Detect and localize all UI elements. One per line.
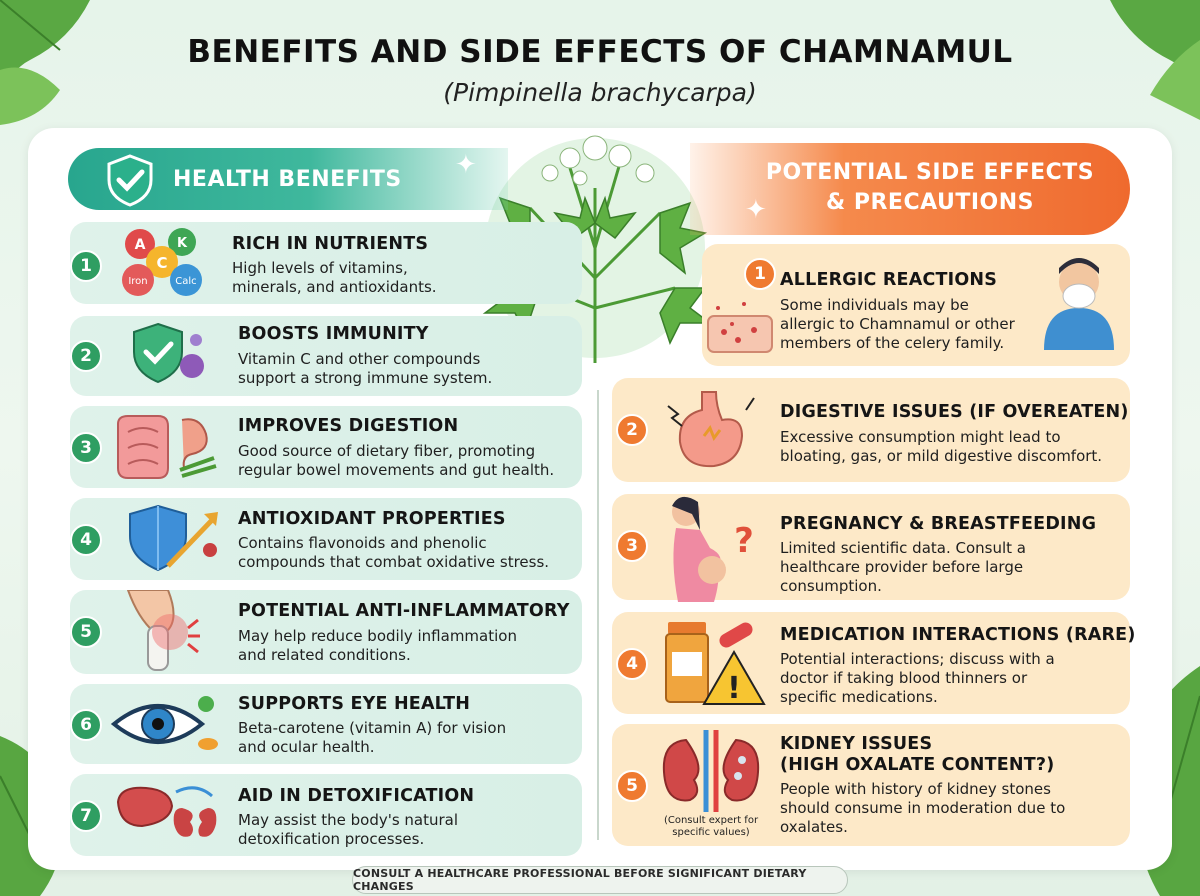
side-title: ALLERGIC REACTIONS (780, 270, 998, 290)
benefit-number: 6 (70, 709, 102, 741)
side-effects-title-line2: & PRECAUTIONS (826, 190, 1034, 215)
shield-check-icon (107, 154, 153, 207)
side-desc-line1: People with history of kidney stones (780, 780, 1051, 798)
side-number: 4 (616, 648, 648, 680)
sparkle-icon: ✦ (745, 195, 767, 225)
stomach-icon (667, 391, 755, 468)
health-benefits-title: HEALTH BENEFITS (173, 166, 402, 192)
side-desc-line1: Excessive consumption might lead to (780, 428, 1061, 446)
side-number: 5 (616, 770, 648, 802)
vitamin-icon: A K C Iron Calc (122, 228, 202, 296)
benefit-desc-line1: High levels of vitamins, (232, 259, 408, 277)
column-divider (597, 390, 599, 840)
benefit-desc-line2: compounds that combat oxidative stress. (238, 553, 550, 571)
allergy-icon (1044, 258, 1114, 350)
benefit-number: 1 (70, 250, 102, 282)
benefit-number: 4 (70, 524, 102, 556)
benefit-title: RICH IN NUTRIENTS (232, 234, 429, 254)
side-desc-line3: consumption. (780, 577, 882, 595)
vitamin-a-label: A (135, 237, 146, 253)
skin-rash-icon (707, 302, 773, 353)
side-desc-line3: members of the celery family. (780, 334, 1005, 352)
side-card-kidney (612, 724, 1130, 846)
side-title: KIDNEY ISSUES (780, 734, 933, 754)
health-benefits-header: HEALTH BENEFITS (68, 148, 508, 210)
benefit-number: 2 (70, 340, 102, 372)
side-desc-line2: healthcare provider before large (780, 558, 1024, 576)
sparkle-icon: ✦ (455, 150, 477, 180)
benefit-desc-line1: Good source of dietary fiber, promoting (238, 442, 536, 460)
side-desc-line2: should consume in moderation due to (780, 799, 1066, 817)
antioxidant-shield-icon (129, 504, 218, 572)
benefit-desc-line2: and ocular health. (238, 738, 375, 756)
side-number: 3 (616, 530, 648, 562)
kidney-icon (662, 730, 760, 812)
benefit-desc-line1: Beta-carotene (vitamin A) for vision (238, 719, 507, 737)
benefit-number: 3 (70, 432, 102, 464)
side-desc-line1: Potential interactions; discuss with a (780, 650, 1055, 668)
benefit-number: 5 (70, 616, 102, 648)
side-number: 2 (616, 414, 648, 446)
benefit-number: 7 (70, 800, 102, 832)
side-title: MEDICATION INTERACTIONS (RARE) (780, 625, 1136, 645)
benefit-title: SUPPORTS EYE HEALTH (238, 694, 471, 714)
warning-mark: ! (727, 671, 741, 706)
pregnancy-icon: ? (672, 496, 754, 602)
side-desc-line2: doctor if taking blood thinners or (780, 669, 1028, 687)
side-desc-line3: oxalates. (780, 818, 848, 836)
benefit-desc-line1: May assist the body's natural (238, 811, 459, 829)
benefit-title: IMPROVES DIGESTION (238, 416, 459, 436)
benefit-desc-line2: regular bowel movements and gut health. (238, 461, 555, 479)
side-title: DIGESTIVE ISSUES (IF OVEREATEN) (780, 402, 1129, 422)
page-subtitle: (Pimpinella brachycarpa) (443, 78, 757, 107)
side-title: PREGNANCY & BREASTFEEDING (780, 514, 1097, 534)
medication-icon: ! (665, 622, 766, 706)
question-mark: ? (734, 521, 754, 561)
benefit-title: POTENTIAL ANTI-INFLAMMATORY (238, 601, 570, 621)
vitamin-k-label: K (177, 236, 188, 251)
footer-disclaimer: CONSULT A HEALTHCARE PROFESSIONAL BEFORE… (352, 866, 848, 894)
benefit-desc-line2: and related conditions. (238, 646, 411, 664)
kidney-note-line2: specific values) (672, 827, 750, 838)
immune-shield-icon (133, 322, 204, 384)
side-title-line2: (HIGH OXALATE CONTENT?) (780, 755, 1055, 775)
benefit-desc-line1: Contains flavonoids and phenolic (238, 534, 487, 552)
page-title: BENEFITS AND SIDE EFFECTS OF CHAMNAMUL (187, 34, 1013, 70)
benefit-title: AID IN DETOXIFICATION (238, 786, 475, 806)
joint-icon (126, 590, 200, 671)
leaf-top-right-icon (1110, 0, 1200, 120)
liver-kidney-icon (116, 786, 217, 837)
leaf-top-left-icon (0, 0, 90, 125)
eye-icon (110, 696, 218, 750)
benefit-desc-line2: support a strong immune system. (238, 369, 493, 387)
side-effects-title-line1: POTENTIAL SIDE EFFECTS (765, 160, 1095, 185)
iron-label: Iron (128, 276, 147, 287)
benefit-desc-line2: minerals, and antioxidants. (232, 278, 437, 296)
kidney-note-line1: (Consult expert for (663, 815, 759, 826)
vitamin-c-label: C (156, 254, 167, 272)
side-desc-line2: allergic to Chamnamul or other (780, 315, 1015, 333)
benefit-title: BOOSTS IMMUNITY (238, 324, 429, 344)
side-desc-line3: specific medications. (780, 688, 938, 706)
side-number: 1 (744, 258, 776, 290)
side-desc-line2: bloating, gas, or mild digestive discomf… (780, 447, 1103, 465)
calc-label: Calc (175, 276, 196, 287)
side-desc-line1: Limited scientific data. Consult a (780, 539, 1026, 557)
benefit-desc-line1: May help reduce bodily inflammation (238, 627, 517, 645)
benefit-desc-line1: Vitamin C and other compounds (238, 350, 481, 368)
benefit-title: ANTIOXIDANT PROPERTIES (238, 509, 506, 529)
benefit-desc-line2: detoxification processes. (238, 830, 425, 848)
intestine-icon (117, 415, 217, 479)
side-effects-header: POTENTIAL SIDE EFFECTS & PRECAUTIONS (690, 143, 1130, 235)
side-desc-line1: Some individuals may be (780, 296, 969, 314)
